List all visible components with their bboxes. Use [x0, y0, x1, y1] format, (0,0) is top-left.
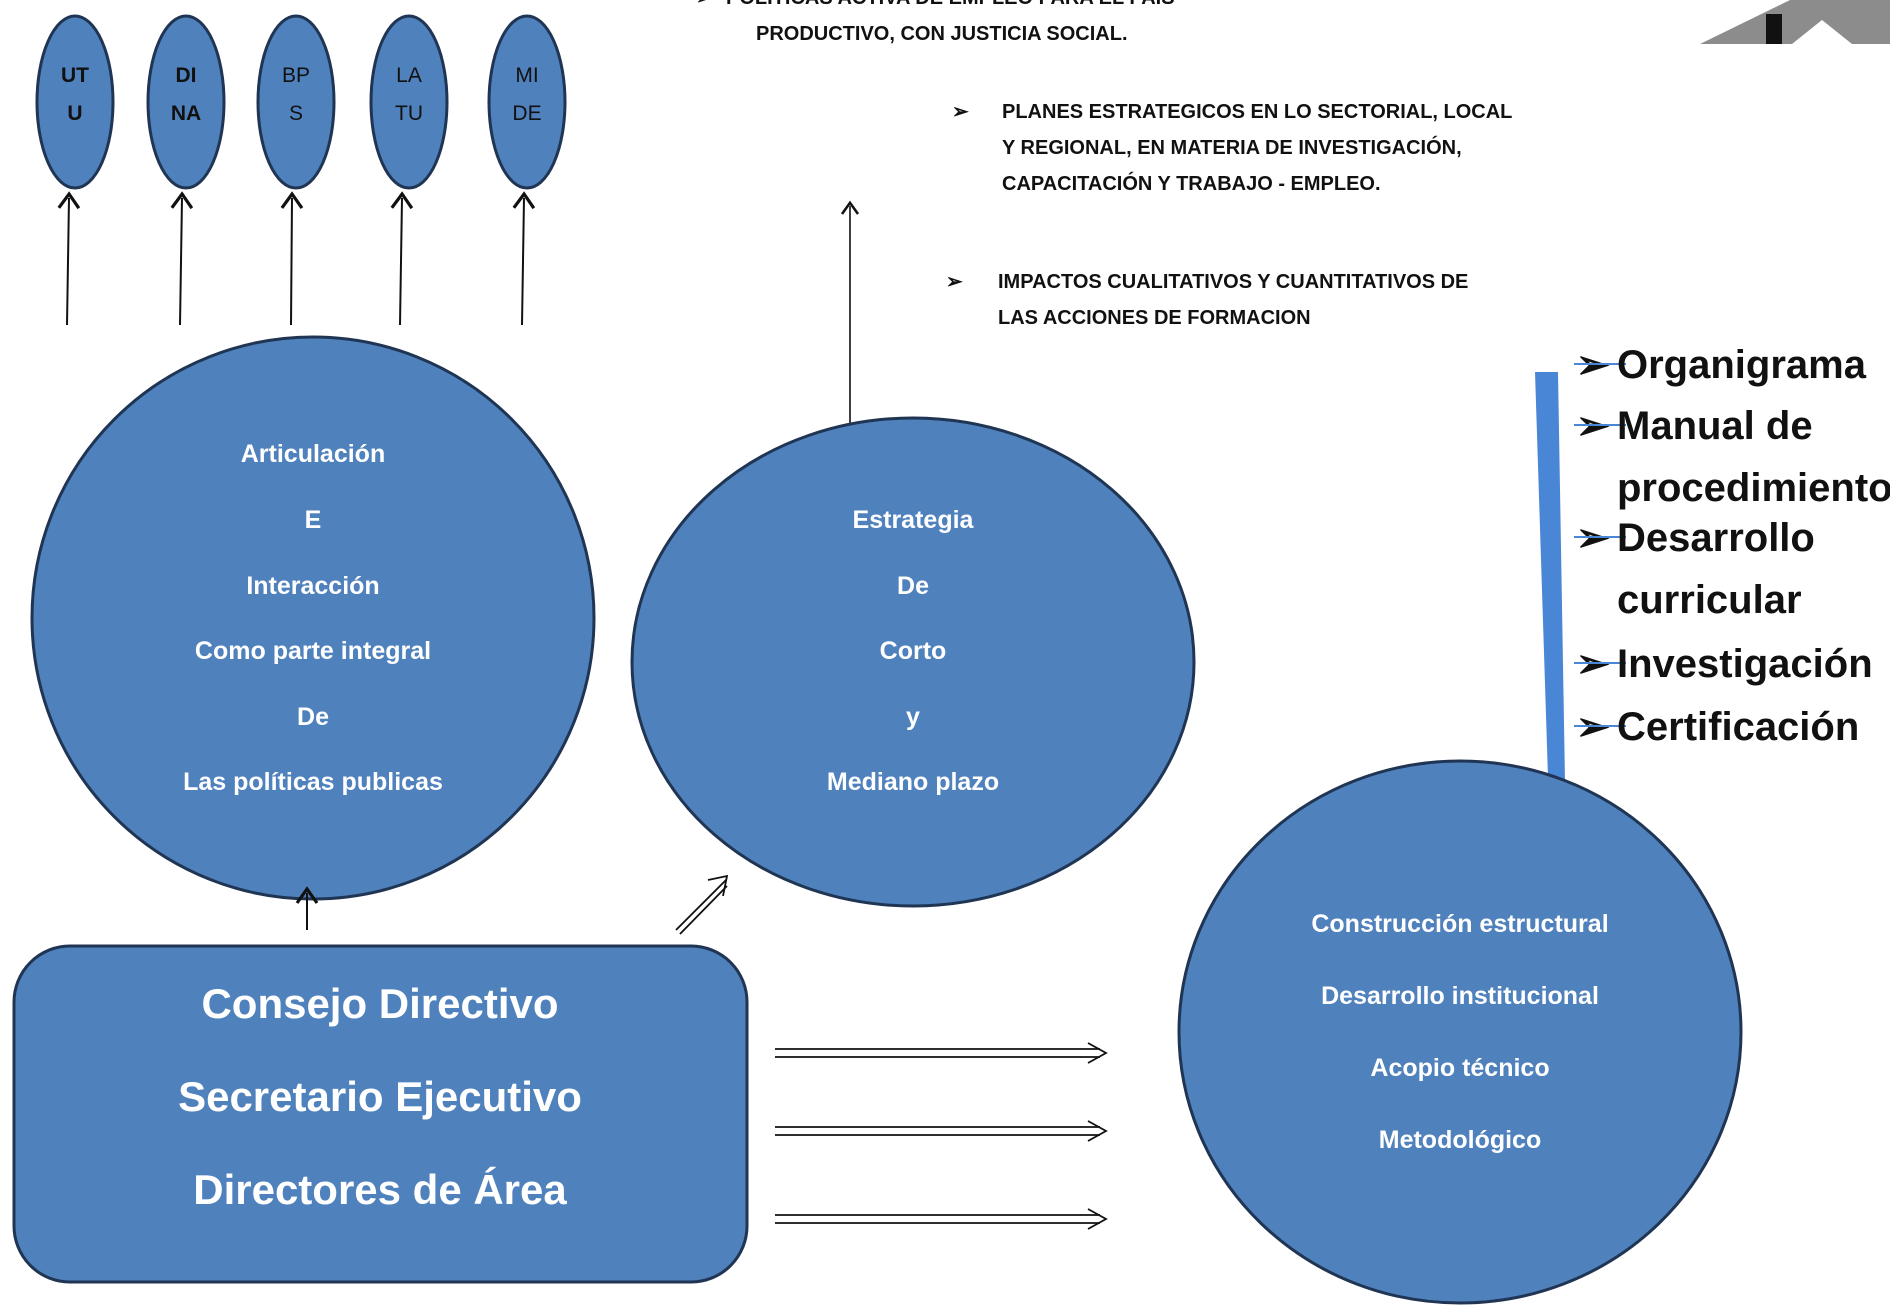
agency-oval-label: S	[520, 140, 534, 163]
agency-oval-label: UT	[61, 64, 89, 87]
estrategia-circle	[630, 416, 1196, 908]
agency-oval: BP S	[256, 14, 336, 190]
policy-bullet-line: LAS ACCIONES DE FORMACION	[998, 307, 1311, 329]
side-list-label: Manual de	[1617, 404, 1813, 448]
side-list: ➢Organigrama➢Manual deprocedimiento➢Desa…	[1574, 343, 1890, 749]
circle_estrategia-line: Corto	[880, 637, 947, 665]
agency-oval: DI NA E	[146, 14, 226, 190]
agency-oval-label: E	[179, 140, 193, 163]
bullet-arrow-icon: ➢	[952, 101, 969, 123]
agency-oval-shape	[487, 14, 567, 190]
policy-bullet-line: PRODUCTIVO, CON JUSTICIA SOCIAL.	[756, 23, 1128, 45]
circle_articulacion-line: Articulación	[241, 440, 385, 468]
council-box	[12, 944, 749, 1284]
logo-icon	[1700, 0, 1890, 44]
side-list-label: Certificación	[1617, 705, 1859, 749]
council-line: Consejo Directivo	[201, 980, 558, 1027]
bullet-arrow-icon: ➢	[946, 271, 963, 293]
vertical-bar	[1535, 372, 1566, 840]
council-line: Secretario Ejecutivo	[178, 1073, 582, 1120]
side-list-continuation: procedimiento	[1617, 466, 1890, 510]
agency-oval-label: LA	[396, 64, 422, 87]
circle_construccion-line: Metodológico	[1379, 1126, 1541, 1154]
policy-bullet-line: PLANES ESTRATEGICOS EN LO SECTORIAL, LOC…	[1002, 101, 1512, 123]
side-list-label: Organigrama	[1617, 343, 1867, 387]
circle_estrategia-line: Estrategia	[853, 506, 975, 534]
side-list-item: ➢Certificación	[1574, 705, 1859, 749]
agency-oval-label: TU	[395, 102, 423, 125]
bullet-arrow-icon: ➢	[696, 0, 713, 9]
circle_construccion-line: Acopio técnico	[1370, 1054, 1549, 1082]
agency-oval: UT U	[35, 14, 115, 190]
agency-oval-label: MI	[515, 64, 538, 87]
agency-oval-label: U	[67, 102, 82, 125]
side-list-label: Desarrollo	[1617, 516, 1815, 560]
policy-bullet-line: CAPACITACIÓN Y TRABAJO - EMPLEO.	[1002, 171, 1381, 195]
policy-bullet-line: Y REGIONAL, EN MATERIA DE INVESTIGACIÓN,	[1002, 135, 1462, 159]
agency-oval-shape	[256, 14, 336, 190]
circle_estrategia-line: Mediano plazo	[827, 768, 999, 796]
agency-oval: LA TU	[369, 14, 449, 190]
agency-oval-label: S	[289, 102, 303, 125]
policy-bullet: ➢ POLITICAS ACTIVA DE EMPLEO PARA EL PAIS…	[696, 0, 1175, 45]
circle_articulacion-line: De	[297, 703, 329, 731]
circle_articulacion-line: Interacción	[246, 572, 379, 600]
agency-oval-label: DI	[176, 64, 197, 87]
side-list-item: ➢Investigación	[1574, 642, 1873, 686]
circle_estrategia-line: y	[906, 703, 920, 731]
side-list-label: Investigación	[1617, 642, 1873, 686]
policy-bullets: ➢ POLITICAS ACTIVA DE EMPLEO PARA EL PAIS…	[696, 0, 1512, 329]
circle_articulacion-line: Como parte integral	[195, 637, 431, 665]
side-list-item: ➢Organigrama	[1574, 343, 1867, 387]
agency-oval-shape	[369, 14, 449, 190]
construccion-circle	[1177, 759, 1743, 1305]
articulacion-circle	[30, 335, 596, 901]
policy-bullet: ➢ PLANES ESTRATEGICOS EN LO SECTORIAL, LO…	[952, 101, 1512, 195]
policy-bullet-line: POLITICAS ACTIVA DE EMPLEO PARA EL PAIS	[726, 0, 1175, 9]
circle_estrategia-line: De	[897, 572, 929, 600]
box-to-construccion-arrows	[775, 1042, 1108, 1230]
agency-oval-label: BP	[282, 64, 310, 87]
agency-oval-shape	[35, 14, 115, 190]
circle_articulacion-line: E	[305, 506, 322, 534]
circle_articulacion-line: Las políticas publicas	[183, 768, 443, 796]
side-list-continuation: curricular	[1617, 578, 1802, 622]
policy-bullet: ➢ IMPACTOS CUALITATIVOS Y CUANTITATIVOS D…	[946, 271, 1468, 329]
council-line: Directores de Área	[193, 1166, 567, 1213]
agency-oval-shape	[146, 14, 226, 190]
oval-arrows	[57, 191, 536, 326]
policy-bullet-line: IMPACTOS CUALITATIVOS Y CUANTITATIVOS DE	[998, 271, 1468, 293]
circle_construccion-line: Desarrollo institucional	[1321, 982, 1599, 1010]
agency-oval-label: NA	[171, 102, 201, 125]
box-to-estrategia-arrow	[675, 874, 729, 935]
circle_construccion-line: Construcción estructural	[1311, 910, 1608, 938]
agency-oval: MI DE S	[487, 14, 567, 190]
agency-oval-label: DE	[512, 102, 541, 125]
